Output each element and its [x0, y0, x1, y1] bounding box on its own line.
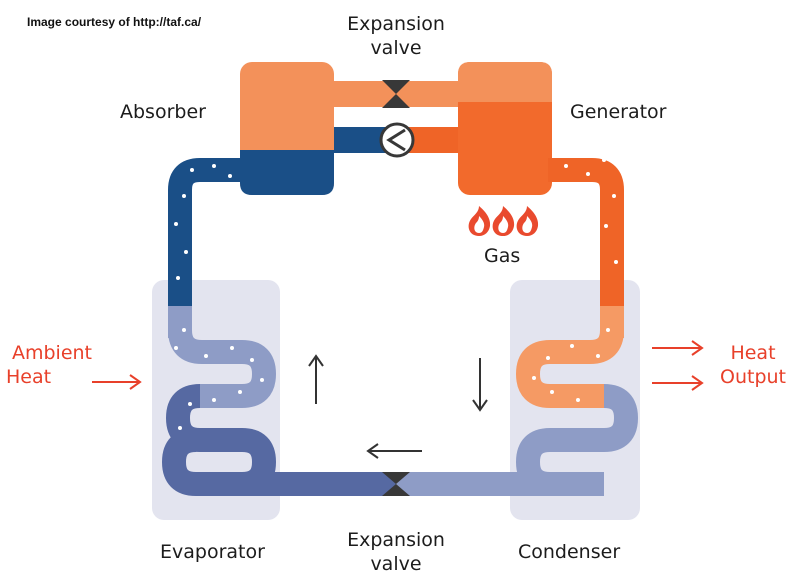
expansion-valve-top-label: Expansion valve [347, 13, 445, 59]
evaporator-label: Evaporator [160, 541, 265, 563]
absorber-label: Absorber [120, 101, 206, 123]
left-pipe [168, 158, 244, 318]
expansion-valve-bottom-label: Expansion valve [347, 529, 445, 575]
arrow-up-icon [308, 354, 324, 404]
gas-label: Gas [484, 245, 521, 267]
bottom-pipe-left [196, 472, 396, 496]
arrow-down-icon [472, 358, 488, 412]
evaporator-coil-upper [168, 329, 277, 408]
condenser-coil-upper [515, 329, 624, 408]
pump-icon [379, 122, 415, 158]
heat-output-label: Heat Output [720, 342, 786, 388]
condenser-label: Condenser [518, 541, 621, 563]
image-credit: Image courtesy of http://taf.ca/ [27, 15, 202, 29]
arrow-right-icon [92, 374, 142, 390]
generator-top-section [458, 62, 552, 102]
arrow-left-icon [366, 443, 422, 459]
evaporator-coil-lower [161, 384, 277, 496]
generator-label: Generator [570, 101, 667, 123]
right-pipe [548, 158, 624, 318]
top-expansion-valve-icon [382, 80, 410, 108]
absorber-blue-section [240, 150, 334, 195]
refrigerant-dots [174, 158, 618, 430]
bottom-pipe-right [396, 472, 604, 496]
heat-output-arrow-lower-icon [652, 375, 704, 391]
ambient-heat-label: Ambient Heat [6, 342, 93, 388]
bottom-expansion-valve-icon [382, 472, 410, 496]
heat-output-arrow-upper-icon [652, 340, 704, 356]
